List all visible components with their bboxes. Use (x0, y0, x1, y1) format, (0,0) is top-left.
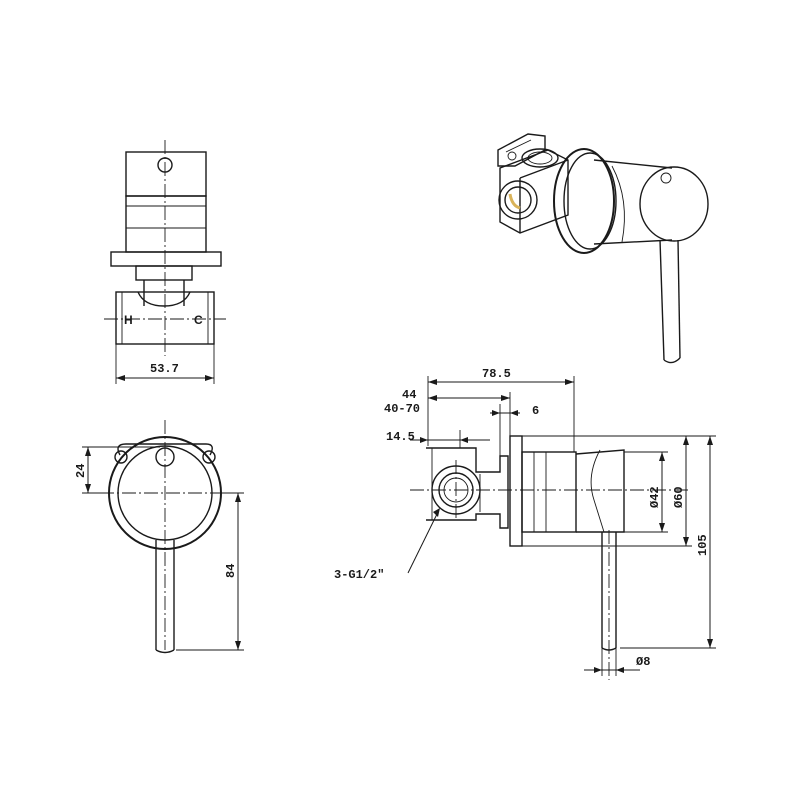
thread-note: 3-G1/2" (334, 568, 384, 582)
hot-label: H (124, 313, 133, 327)
dimension-6: 6 (532, 404, 539, 418)
depth-dimension: 78.5 (482, 367, 511, 381)
side-view: 3-G1/2" 78.5 44 40-70 6 14.5 Ø42 (334, 367, 716, 680)
dimension-14-5: 14.5 (386, 430, 415, 444)
dimension-44: 44 (402, 388, 416, 402)
height-dimension: 105 (696, 534, 710, 556)
isometric-view (497, 133, 709, 364)
lever-dimension: 84 (224, 564, 238, 578)
dimension-range: 40-70 (384, 402, 420, 416)
cold-label: C (194, 313, 203, 327)
inner-diameter: Ø42 (648, 486, 662, 508)
offset-dimension: 24 (74, 464, 88, 478)
width-dimension: 53.7 (150, 362, 179, 376)
top-view: H C 53.7 (104, 140, 226, 384)
lever-diameter: Ø8 (636, 655, 650, 669)
front-view: 24 84 (74, 420, 244, 654)
outer-diameter: Ø60 (672, 486, 686, 508)
